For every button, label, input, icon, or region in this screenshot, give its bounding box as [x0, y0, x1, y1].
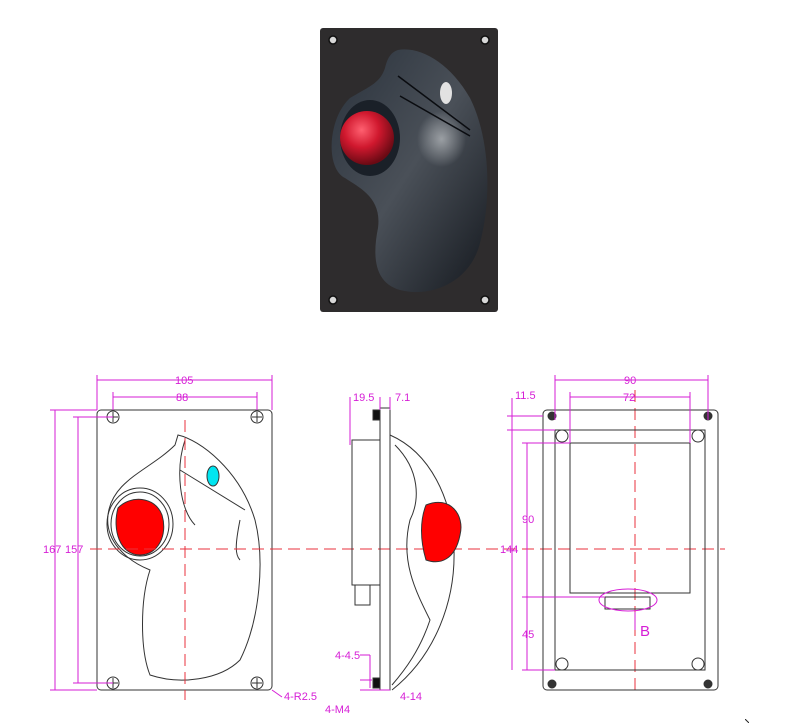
detail-label-b: B	[640, 623, 650, 640]
dim-side-plate: 7.1	[395, 392, 410, 404]
dim-front-hole-width: 88	[176, 392, 188, 404]
front-view	[96, 409, 273, 691]
product-photo	[320, 28, 498, 312]
dim-back-height: 144	[500, 544, 518, 556]
scroll-wheel	[440, 82, 452, 104]
trackball-ball	[340, 111, 394, 165]
cursor-mark-icon	[745, 719, 749, 723]
dim-front-width: 105	[175, 375, 193, 387]
mount-hole	[480, 295, 490, 305]
dim-side-depth: 19.5	[353, 392, 374, 404]
dim-back-cutout-height: 90	[522, 514, 534, 526]
dim-back-width: 90	[624, 375, 636, 387]
dim-front-height: 167	[43, 544, 61, 556]
mount-hole	[480, 35, 490, 45]
dim-corner-radius: 4-R2.5	[284, 691, 317, 703]
dim-back-edge-offset: 11.5	[515, 390, 536, 402]
back-view	[542, 409, 719, 691]
mount-hole	[328, 295, 338, 305]
dim-back-lower-offset: 45	[522, 629, 534, 641]
dim-side-stud-dia: 4-4.5	[335, 650, 360, 662]
dim-front-hole-height: 157	[65, 544, 83, 556]
dim-side-stud-length: 4-14	[400, 691, 422, 703]
side-view	[351, 407, 462, 691]
dim-back-cutout-width: 72	[623, 392, 635, 404]
dim-side-thread: 4-M4	[325, 704, 350, 716]
mount-hole	[328, 35, 338, 45]
